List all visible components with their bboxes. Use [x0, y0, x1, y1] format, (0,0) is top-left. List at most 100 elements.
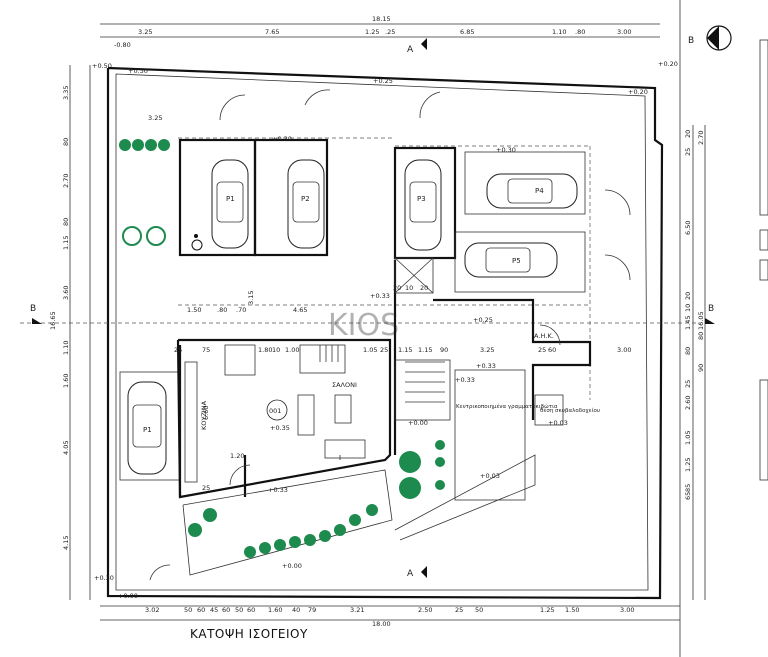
room-kitchen: ΚΟΥΖΙΝΑ [200, 400, 208, 430]
right-dim-7: 1.45 [684, 316, 692, 330]
top-dim-0: 3.25 [138, 28, 152, 36]
top-dim-7: 3.00 [617, 28, 631, 36]
parking-label-p1: P1 [226, 195, 235, 203]
section-b-topright: B [688, 36, 694, 46]
parking-bay-p5 [454, 231, 586, 293]
level-mark: +0.03 [480, 472, 500, 480]
inner-dim: .80 [217, 306, 227, 314]
inner-dim: 3.15 [247, 291, 255, 305]
car-p3 [404, 159, 442, 251]
shrubs-mid-left [122, 226, 166, 246]
bottom-dim-3: 45 [210, 606, 218, 614]
left-dim-7: 1.60 [62, 374, 70, 388]
left-dim-6: 1.10 [62, 341, 70, 355]
inner-dim: 90 [440, 346, 448, 354]
inner-dim: 25 [174, 346, 182, 354]
parking-label-p3: P3 [417, 195, 426, 203]
bottom-dim-1: 50 [184, 606, 192, 614]
top-dim-3: .25 [385, 28, 395, 36]
left-dim-5: 3.60 [62, 286, 70, 300]
top-total-dim: 18.15 [372, 15, 391, 23]
inner-dim: 25 [538, 346, 546, 354]
parking-label-p1-left: P1 [143, 426, 152, 434]
right-dim-0: 20 [684, 130, 692, 138]
bottom-dim-14: 1.25 [540, 606, 554, 614]
left-total-dim: 16.65 [49, 311, 57, 330]
level-mark: +0.30 [272, 135, 292, 143]
right-dim-9: 90 [697, 364, 705, 372]
right-dims: 20 25 2.70 6.50 20 10 80 1.45 80 90 25 2… [684, 130, 705, 500]
inner-dim: 1.15 [398, 346, 412, 354]
level-mark: +0.33 [455, 376, 475, 384]
top-dim-5: 1.10 [552, 28, 566, 36]
parking-bay-p2 [253, 138, 329, 257]
watermark: KIOS [328, 308, 399, 343]
right-total-dim: 16.05 [697, 311, 705, 330]
bottom-dim-6: 60 [247, 606, 255, 614]
car-p1-top [211, 159, 249, 249]
room-mailboxes: Κεντρικοποιημένα γραμματοκιβώτια [456, 403, 558, 410]
inner-dim: 20 [393, 284, 401, 292]
level-mark: +0.03 [548, 419, 568, 427]
right-dim-2: 2.70 [697, 131, 705, 145]
unit-number: 001 [269, 407, 281, 415]
section-a-bottom-arrow [421, 566, 427, 578]
parking-label-p5: P5 [512, 257, 521, 265]
inner-dim: 10 [405, 284, 413, 292]
level-mark: +0.33 [476, 362, 496, 370]
level-mark: +0.30 [94, 574, 114, 582]
room-trash: θέση σκυβαλοδοχείου [540, 407, 600, 414]
left-dim-0: 3.35 [62, 86, 70, 100]
car-p5 [464, 242, 558, 278]
inner-dims: 1.50 .80 .70 4.65 25 75 1.80 10 1.00 1.0… [148, 114, 631, 492]
car-p4 [486, 173, 578, 209]
inner-dim: 6.60 [202, 406, 210, 420]
top-dim-2: 1.25 [365, 28, 379, 36]
top-dim-4: 6.85 [460, 28, 474, 36]
inner-dim: 1.15 [418, 346, 432, 354]
level-mark: +0.33 [268, 486, 288, 494]
top-neg-dim: -0.80 [114, 41, 131, 49]
section-a-bottom: A [407, 569, 414, 579]
section-b-left-arrow [32, 318, 42, 324]
level-mark: +0.20 [628, 88, 648, 96]
section-a-top-arrow [421, 38, 427, 50]
bottom-dim-4: 60 [222, 606, 230, 614]
level-mark: +0.50 [92, 62, 112, 70]
bottom-dim-8: 40 [292, 606, 300, 614]
section-a-top: A [407, 45, 414, 55]
bottom-dim-12: 25 [455, 606, 463, 614]
right-dim-14: 85 [684, 484, 692, 492]
left-dim-4: 1.15 [62, 236, 70, 250]
inner-dim: 3.25 [480, 346, 494, 354]
shrubs-top-left [119, 139, 170, 151]
parking-label-p2: P2 [301, 195, 310, 203]
bottom-dim-15: 1.50 [565, 606, 579, 614]
bottom-dim-5: 50 [235, 606, 243, 614]
bottom-dim-7: 1.60 [268, 606, 282, 614]
level-mark: +0.30 [496, 146, 516, 154]
right-dim-6: 80 [697, 332, 705, 340]
room-living: ΣΑΛΟΝΙ [332, 381, 357, 389]
car-p2 [287, 159, 325, 249]
inner-dim: 1.00 [285, 346, 299, 354]
left-dim-2: 2.70 [62, 174, 70, 188]
top-dim-6: .80 [575, 28, 585, 36]
left-dim-9: 4.15 [62, 536, 70, 550]
inner-dim: 1.50 [187, 306, 201, 314]
level-mark: +0.00 [408, 419, 428, 427]
right-dim-13: 1.25 [684, 458, 692, 472]
right-dim-4: 20 [684, 292, 692, 300]
room-ahk: Α.Η.Κ. [534, 332, 554, 340]
left-dim-8: 4.05 [62, 441, 70, 455]
level-mark: +0.30 [128, 67, 148, 75]
right-dim-10: 25 [684, 380, 692, 388]
inner-dim: 25 [202, 484, 210, 492]
right-dim-11: 2.60 [684, 396, 692, 410]
section-b-topright-marker [706, 25, 732, 51]
bottom-dim-0: 3.02 [145, 606, 159, 614]
inner-dim: 1.20 [230, 452, 244, 460]
inner-dim: 3.00 [617, 346, 631, 354]
left-dim-1: 80 [62, 138, 70, 146]
